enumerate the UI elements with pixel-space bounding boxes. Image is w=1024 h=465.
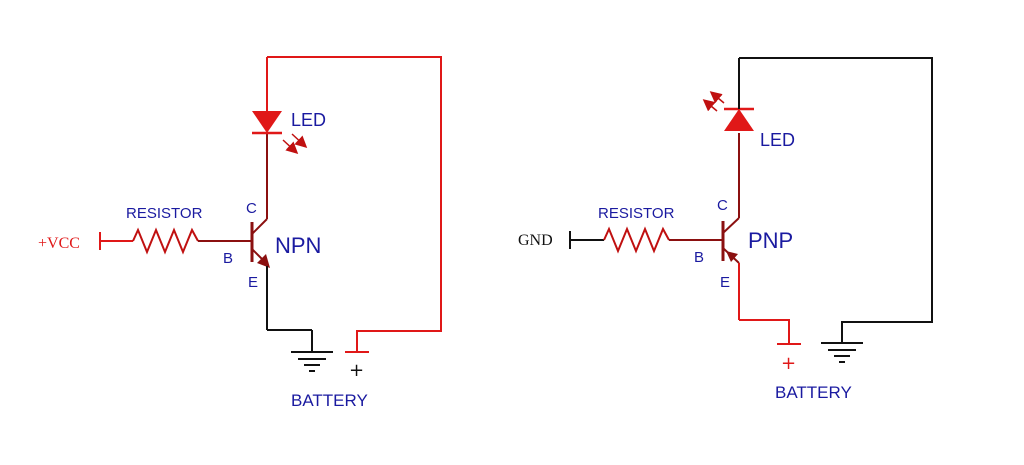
npn-collector-leg xyxy=(251,218,268,235)
npn-pin-e: E xyxy=(248,274,258,291)
npn-resistor xyxy=(132,227,199,255)
pnp-battery-wire xyxy=(739,319,790,344)
pnp-resistor xyxy=(603,226,670,254)
npn-pin-b: B xyxy=(223,250,233,267)
pnp-emitter-arrow xyxy=(726,251,738,262)
npn-light-arrow-2 xyxy=(291,133,308,149)
pnp-light-arrow-2 xyxy=(702,99,718,112)
pnp-led-label: LED xyxy=(760,130,795,150)
npn-type-label: NPN xyxy=(275,233,321,258)
pnp-ground-loop-wire xyxy=(739,57,933,343)
pnp-resistor-label: RESISTOR xyxy=(598,205,675,222)
npn-supply-label: +VCC xyxy=(38,235,80,252)
pnp-battery-label: BATTERY xyxy=(775,383,852,402)
npn-led-label: LED xyxy=(291,110,326,130)
pnp-ground-icon xyxy=(821,342,863,363)
npn-pin-c: C xyxy=(246,200,257,217)
pnp-supply-label: GND xyxy=(518,232,553,249)
pnp-light-arrow-1 xyxy=(709,91,725,104)
pnp-pin-b: B xyxy=(694,249,704,266)
pnp-battery-sign: + xyxy=(781,353,796,374)
npn-emitter-arrow xyxy=(257,254,270,268)
npn-ground-icon xyxy=(291,351,333,372)
pnp-pin-c: C xyxy=(717,197,728,214)
pnp-pin-e: E xyxy=(720,274,730,291)
pnp-collector-leg xyxy=(722,217,740,234)
npn-battery-label: BATTERY xyxy=(291,391,368,410)
npn-led-icon xyxy=(252,111,282,133)
npn-battery-loop-wire xyxy=(267,56,442,352)
pnp-led-icon xyxy=(724,109,754,131)
npn-battery-sign: + xyxy=(349,360,364,381)
pnp-type-label: PNP xyxy=(748,228,793,253)
pnp-circuit: LED RESISTOR GND C B E PNP + BATTERY xyxy=(518,57,933,402)
npn-circuit: LED RESISTOR +VCC C B E NPN + BATTERY xyxy=(38,56,442,410)
npn-resistor-label: RESISTOR xyxy=(126,205,203,222)
npn-light-arrow-1 xyxy=(282,139,299,155)
